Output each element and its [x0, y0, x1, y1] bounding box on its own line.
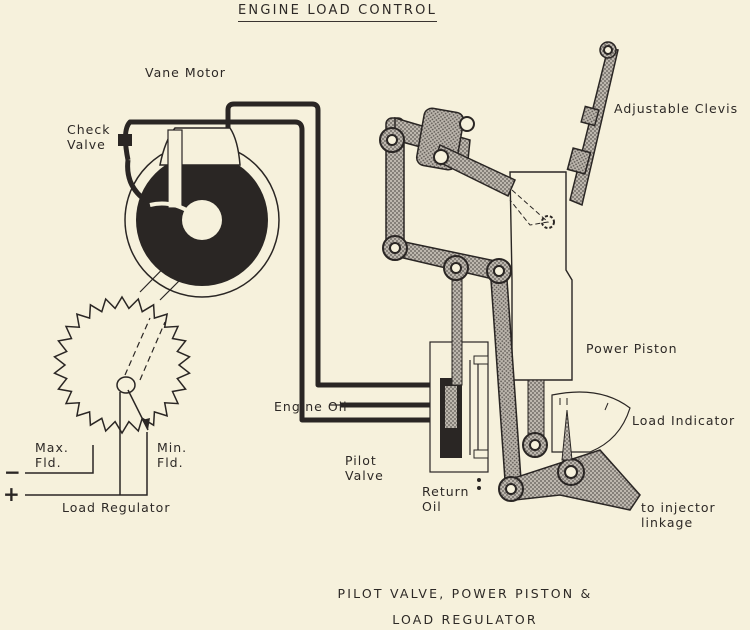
label-min-fld: Min. Fld.: [157, 440, 188, 470]
plus-terminal-icon: +: [3, 482, 20, 506]
label-max-fld: Max. Fld.: [35, 440, 69, 470]
vane-motor-hub: [182, 200, 222, 240]
load-regulator: [25, 237, 340, 496]
caption-line-2: LOAD REGULATOR: [392, 612, 538, 627]
caption-line-1: PILOT VALVE, POWER PISTON &: [337, 586, 593, 601]
label-load-regulator: Load Regulator: [62, 500, 171, 515]
label-vane-motor: Vane Motor: [145, 65, 226, 80]
label-load-indicator: Load Indicator: [632, 413, 736, 428]
vane-motor: [124, 127, 280, 298]
linkage-pins: [379, 45, 613, 502]
label-check-valve: Check Valve: [67, 122, 111, 152]
label-adjustable-clevis: Adjustable Clevis: [614, 101, 739, 116]
label-return-oil: Return Oil: [422, 484, 470, 514]
pilot-valve: [429, 274, 489, 490]
pipe-check-valve: [125, 159, 147, 202]
minus-terminal-icon: −: [4, 460, 21, 484]
label-to-injector-linkage: to injector linkage: [641, 500, 716, 530]
page-title: ENGINE LOAD CONTROL: [238, 3, 438, 22]
power-piston: [509, 171, 573, 441]
label-pilot-valve: Pilot Valve: [345, 453, 384, 483]
label-power-piston: Power Piston: [586, 341, 678, 356]
check-valve-body: [118, 134, 132, 146]
label-engine-oil: Engine Oil: [274, 399, 348, 414]
regulator-gear: [53, 295, 191, 435]
linkage: [385, 41, 641, 511]
load-indicator-dial: [551, 391, 631, 461]
pipe-inner: [225, 101, 440, 388]
